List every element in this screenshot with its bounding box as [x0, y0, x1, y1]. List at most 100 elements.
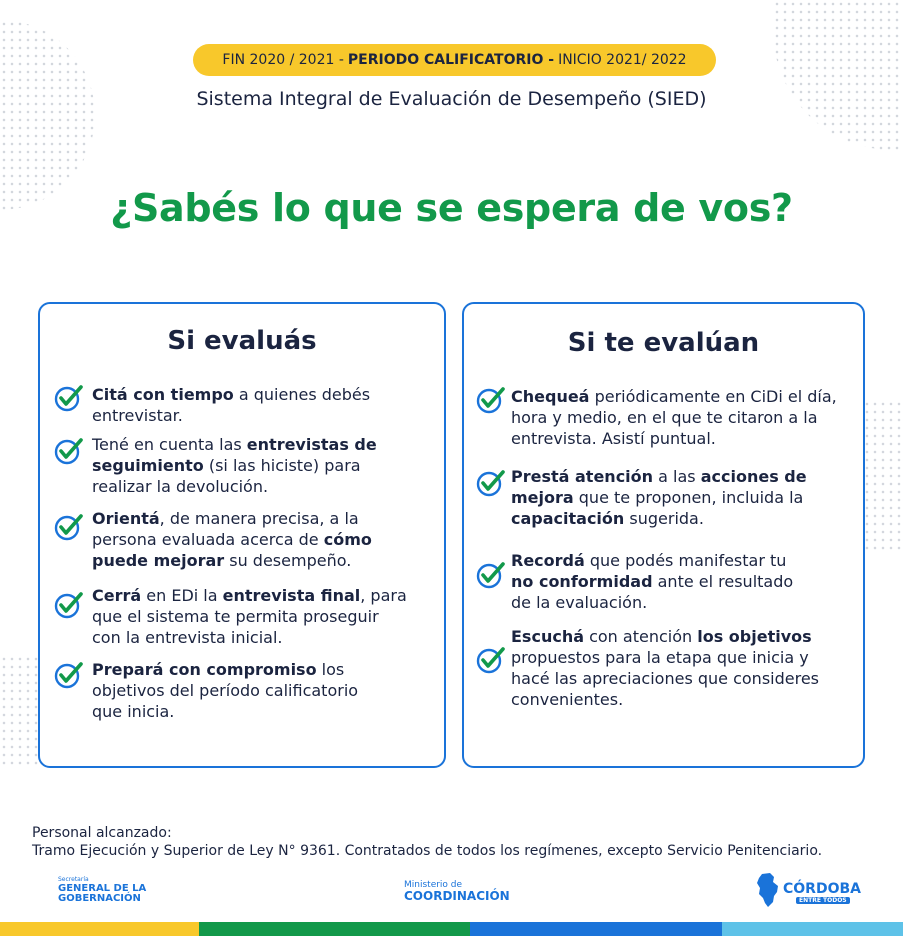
- item-text: de la evaluación.: [511, 593, 648, 612]
- decorative-dots-mid-right: [863, 400, 903, 550]
- card-evaluator-title: Si evaluás: [167, 326, 317, 356]
- scope-footnote-label: Personal alcanzado:: [32, 825, 172, 841]
- item-bold-text: Cerrá: [92, 586, 142, 605]
- item-bold-text: Recordá: [511, 551, 585, 570]
- item-line: Citá con tiempo a quienes debés: [92, 384, 370, 405]
- checkmark-icon: [476, 645, 506, 675]
- item-text: que el sistema te permita proseguir: [92, 607, 379, 626]
- item-text: los: [316, 660, 345, 679]
- banner-bold: PERIODO CALIFICATORIO -: [347, 52, 555, 68]
- item-line: capacitación sugerida.: [511, 508, 807, 529]
- checkmark-icon: [476, 560, 506, 590]
- item-text: (si las hiciste) para: [203, 456, 361, 475]
- logo-coord-big: COORDINACIÓN: [404, 889, 510, 903]
- item-text: hora y medio, en el que te citaron a la: [511, 408, 818, 427]
- item-line: realizar la devolución.: [92, 476, 377, 497]
- item-bold-text: Chequeá: [511, 387, 590, 406]
- item-bold-text: Orientá: [92, 509, 160, 528]
- item-bold-text: entrevista final: [222, 586, 361, 605]
- item-line: de la evaluación.: [511, 592, 793, 613]
- scope-footnote-text: Tramo Ejecución y Superior de Ley N° 936…: [32, 843, 823, 859]
- item-bold-text: Escuchá: [511, 627, 584, 646]
- item-text: , de manera precisa, a la: [159, 509, 359, 528]
- checkmark-icon: [54, 590, 84, 620]
- item-line: Tené en cuenta las entrevistas de: [92, 434, 377, 455]
- main-headline: ¿Sabés lo que se espera de vos?: [110, 186, 793, 230]
- item-line: entrevista. Asistí puntual.: [511, 428, 837, 449]
- checkmark-icon: [476, 468, 506, 498]
- item-line: puede mejorar su desempeño.: [92, 550, 372, 571]
- item-text: hacé las apreciaciones que consideres: [511, 669, 819, 688]
- item-text: entrevistar.: [92, 406, 183, 425]
- logo-sgg-line1: GENERAL DE LA: [58, 883, 147, 894]
- item-bold-text: Citá con tiempo: [92, 385, 234, 404]
- item-text: , para: [360, 586, 407, 605]
- item-bold-text: puede mejorar: [92, 551, 225, 570]
- logo-sgg-tiny: Secretaría: [58, 876, 89, 883]
- item-line: propuestos para la etapa que inicia y: [511, 647, 819, 668]
- item-line: Escuchá con atención los objetivos: [511, 626, 819, 647]
- item-bold-text: mejora: [511, 488, 574, 507]
- decorative-dots-mid-left: [0, 655, 40, 765]
- item-line: mejora que te proponen, incluida la: [511, 487, 807, 508]
- item-line: Prepará con compromiso los: [92, 659, 358, 680]
- item-line: persona evaluada acerca de cómo: [92, 529, 372, 550]
- checkmark-icon: [54, 383, 84, 413]
- item-line: seguimiento (si las hiciste) para: [92, 455, 377, 476]
- item-line: hacé las apreciaciones que consideres: [511, 668, 819, 689]
- item-line: Orientá, de manera precisa, a la: [92, 508, 372, 529]
- checkmark-icon: [54, 660, 84, 690]
- system-subtitle: Sistema Integral de Evaluación de Desemp…: [196, 88, 707, 110]
- item-text: propuestos para la etapa que inicia y: [511, 648, 809, 667]
- scope-footnote: Personal alcanzado: Tramo Ejecución y Su…: [32, 824, 822, 860]
- logo-cba-word: CÓRDOBA: [783, 881, 861, 897]
- item-bold-text: Prestá atención: [511, 467, 654, 486]
- item-line: que inicia.: [92, 701, 358, 722]
- item-text: con atención: [584, 627, 698, 646]
- logo-secretaria-general: Secretaría GENERAL DE LA GOBERNACIÓN: [58, 876, 146, 904]
- item-text: realizar la devolución.: [92, 477, 269, 496]
- item-text: a las: [653, 467, 701, 486]
- item-text: periódicamente en CiDi el día,: [589, 387, 837, 406]
- item-text: a quienes debés: [233, 385, 371, 404]
- item-bold-text: seguimiento: [92, 456, 204, 475]
- item-line: Prestá atención a las acciones de: [511, 466, 807, 487]
- logo-cba-tag: ENTRE TODOS: [796, 897, 850, 904]
- checkmark-icon: [476, 385, 506, 415]
- banner-pre: FIN 2020 / 2021 -: [222, 52, 344, 68]
- item-line: convenientes.: [511, 689, 819, 710]
- item-bold-text: los objetivos: [697, 627, 812, 646]
- card-evaluator: Si evaluás: [38, 302, 446, 768]
- item-line: que el sistema te permita proseguir: [92, 606, 407, 627]
- item-bold-text: cómo: [323, 530, 372, 549]
- card-evaluated-title: Si te evalúan: [567, 328, 760, 358]
- item-text: con la entrevista inicial.: [92, 628, 283, 647]
- item-text: que podés manifestar tu: [584, 551, 787, 570]
- item-line: Recordá que podés manifestar tu: [511, 550, 793, 571]
- item-bold-text: Prepará con compromiso: [92, 660, 317, 679]
- item-line: hora y medio, en el que te citaron a la: [511, 407, 837, 428]
- item-text: persona evaluada acerca de: [92, 530, 324, 549]
- item-bold-text: entrevistas de: [246, 435, 377, 454]
- banner-post: INICIO 2021/ 2022: [558, 52, 687, 68]
- period-banner: FIN 2020 / 2021 - PERIODO CALIFICATORIO …: [193, 44, 716, 76]
- item-bold-text: capacitación: [511, 509, 625, 528]
- logo-ministerio-coordinacion: Ministerio de COORDINACIÓN: [404, 880, 510, 903]
- bottom-color-stripe: [0, 922, 903, 936]
- evaluated-item: Chequeá periódicamente en CiDi el día, ho…: [511, 386, 837, 449]
- item-bold-text: no conformidad: [511, 572, 653, 591]
- stripe-segment: [722, 922, 903, 936]
- item-line: entrevistar.: [92, 405, 370, 426]
- logo-coord-tiny: Ministerio de: [404, 880, 463, 890]
- item-line: Cerrá en EDi la entrevista final, para: [92, 585, 407, 606]
- item-text: Tené en cuenta las: [92, 435, 247, 454]
- decorative-dots-top-left: [0, 20, 95, 210]
- item-line: con la entrevista inicial.: [92, 627, 407, 648]
- item-text: objetivos del período calificatorio: [92, 681, 359, 700]
